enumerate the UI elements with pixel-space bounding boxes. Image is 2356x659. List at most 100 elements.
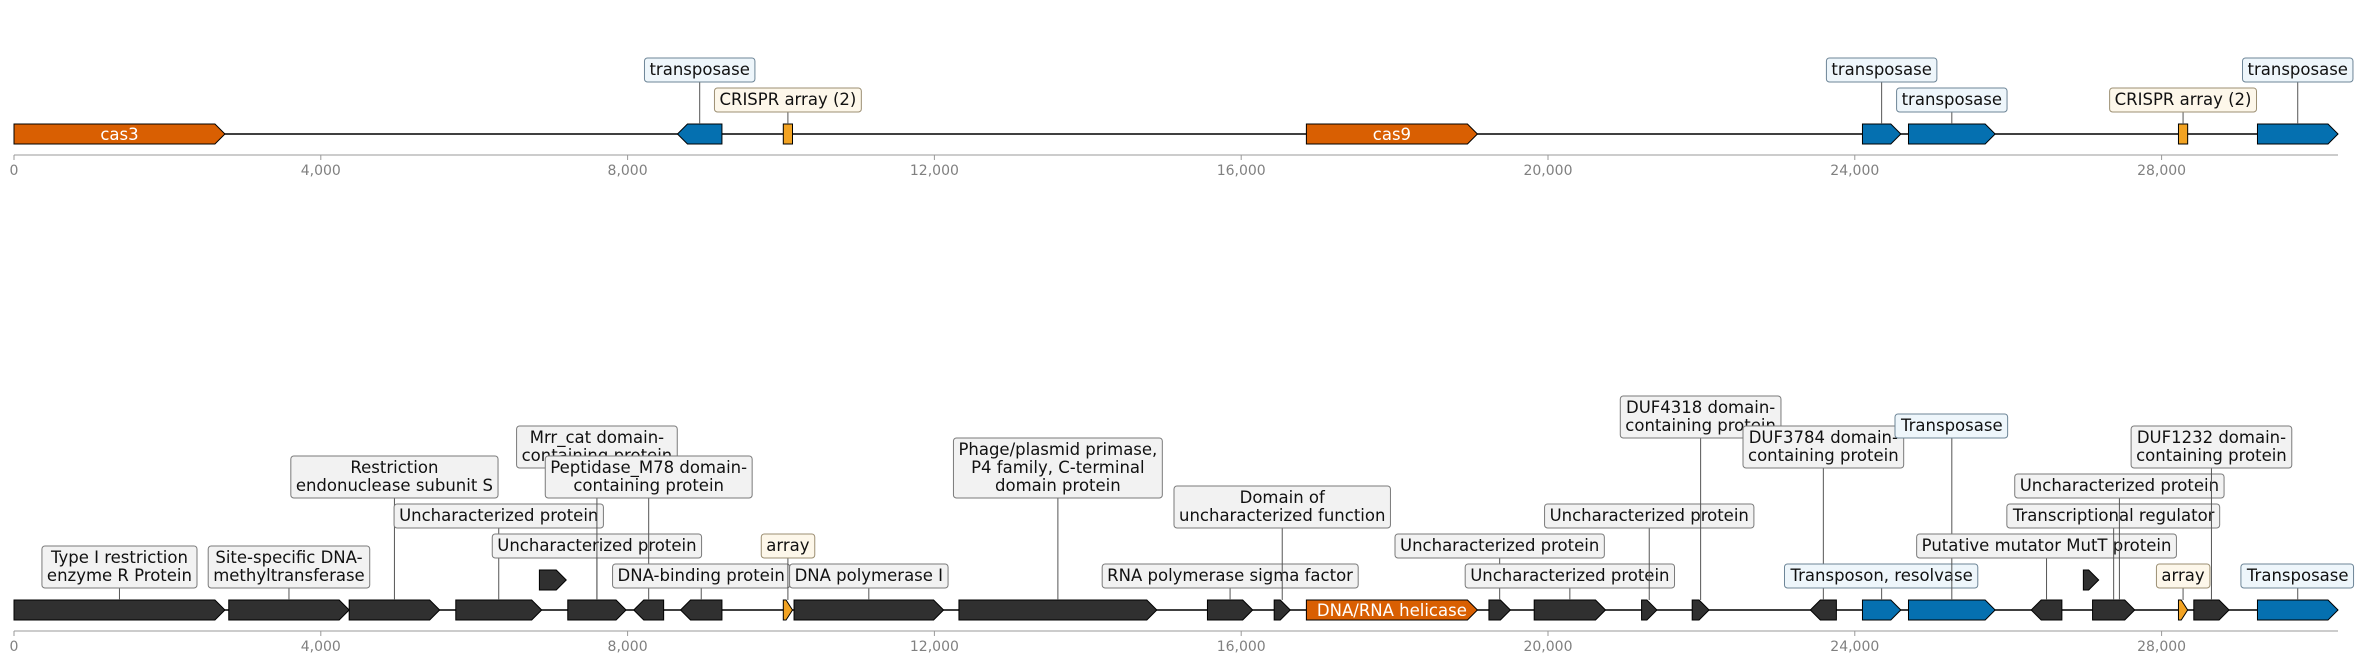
bottom-label-box [2155,563,2211,589]
bottom-feature-label: DUF4318 domain-containing protein [1625,398,1776,435]
bottom-feature-label: Uncharacterized protein [2020,476,2219,495]
bottom-feature-9[interactable] [782,599,794,621]
bottom-feature-label: Transposase [2246,566,2349,585]
bottom-feature-14[interactable] [1305,599,1479,621]
top-feature-label: transposase [649,60,749,79]
top-feature-4[interactable] [1861,123,1902,145]
top-label-box [1825,57,1938,83]
bottom-label-box [1916,533,2177,559]
bottom-feature-2[interactable] [348,599,441,621]
top-label-box [2242,57,2354,83]
top-tick-label: 8,000 [608,163,648,179]
bottom-feature-27[interactable] [2193,599,2230,621]
top-feature-label: CRISPR array (2) [719,90,856,109]
top-feature-5[interactable] [1907,123,1996,145]
bottom-feature-10[interactable] [793,599,945,621]
top-feature-6[interactable] [2177,123,2189,145]
bottom-feature-label: RNA polymerase sigma factor [1107,566,1353,585]
bottom-feature-17[interactable] [1641,599,1658,621]
bottom-feature-21[interactable] [1907,599,1996,621]
bottom-label-box [760,533,816,559]
bottom-feature-label: array [766,536,809,555]
bottom-feature-12[interactable] [1206,599,1254,621]
bottom-label-box [1173,485,1391,529]
top-feature-2[interactable] [782,123,794,145]
bottom-feature-19[interactable] [1809,599,1837,621]
bottom-feature-4[interactable] [538,569,567,591]
top-feature-1[interactable] [676,123,723,145]
top-tick-label: 12,000 [910,163,959,179]
bottom-feature-label: Site-specific DNA-methyltransferase [213,548,365,585]
bottom-tick-label: 24,000 [1830,639,1879,655]
bottom-label-box [1394,533,1605,559]
bottom-feature-label: Transposase [1900,416,2003,435]
bottom-feature-label: Uncharacterized protein [399,506,598,525]
bottom-tick-label: 12,000 [910,639,959,655]
bottom-feature-label: Transcriptional regulator [2012,506,2215,525]
top-feature-label: CRISPR array (2) [2115,90,2252,109]
top-label-box [1896,87,2008,113]
bottom-feature-15[interactable] [1488,599,1512,621]
bottom-feature-20[interactable] [1861,599,1902,621]
bottom-feature-inner-label: DNA/RNA helicase [1317,601,1467,620]
top-tick-label: 24,000 [1830,163,1879,179]
bottom-label-box [1544,503,1755,529]
bottom-feature-26[interactable] [2177,599,2189,621]
bottom-feature-7[interactable] [633,599,665,621]
top-feature-3[interactable] [1305,123,1479,145]
bottom-tick-label: 8,000 [608,639,648,655]
bottom-label-box [41,545,198,589]
bottom-tick-label: 0 [10,639,19,655]
bottom-feature-label: Uncharacterized protein [1400,536,1599,555]
bottom-tick-label: 4,000 [301,639,341,655]
bottom-feature-label: Putative mutator MutT protein [1922,536,2172,555]
top-feature-inner-label: cas3 [100,125,138,144]
bottom-label-box [393,503,604,529]
bottom-feature-8[interactable] [679,599,723,621]
top-tick-label: 16,000 [1217,163,1266,179]
bottom-label-box [789,563,949,589]
bottom-tick-label: 28,000 [2137,639,2186,655]
bottom-feature-label: Peptidase_M78 domain-containing protein [550,458,747,495]
bottom-feature-5[interactable] [567,599,627,621]
bottom-label-box [2130,425,2293,469]
bottom-label-box [2006,503,2221,529]
bottom-feature-1[interactable] [228,599,350,621]
bottom-feature-11[interactable] [958,599,1158,621]
top-label-box [2109,87,2258,113]
bottom-feature-16[interactable] [1533,599,1607,621]
bottom-feature-label: DUF1232 domain-containing protein [2136,428,2287,465]
bottom-label-box [1894,413,2009,439]
bottom-feature-label: array [2161,566,2204,585]
top-tick-label: 0 [10,163,19,179]
bottom-label-box [1742,425,1905,469]
bottom-feature-label: Phage/plasmid primase,P4 family, C-termi… [958,440,1157,495]
bottom-feature-18[interactable] [1691,599,1710,621]
bottom-label-box [1101,563,1359,589]
bottom-feature-label: DNA polymerase I [795,566,943,585]
bottom-feature-label: Uncharacterized protein [1550,506,1749,525]
top-feature-label: transposase [2248,60,2348,79]
bottom-feature-3[interactable] [455,599,543,621]
bottom-feature-label: Uncharacterized protein [1470,566,1669,585]
bottom-feature-label: DNA-binding protein [618,566,785,585]
bottom-feature-24[interactable] [2092,599,2136,621]
bottom-label-box [544,455,753,499]
top-feature-label: transposase [1902,90,2002,109]
bottom-feature-label: DUF3784 domain-containing protein [1748,428,1899,465]
top-feature-0[interactable] [13,123,226,145]
bottom-feature-label: Transposon, resolvase [1789,566,1972,585]
bottom-label-box [2014,473,2225,499]
bottom-label-box [952,437,1163,499]
bottom-feature-13[interactable] [1273,599,1291,621]
bottom-label-box [290,455,499,499]
top-label-box [643,57,756,83]
top-tick-label: 20,000 [1523,163,1572,179]
top-feature-7[interactable] [2256,123,2339,145]
bottom-feature-23[interactable] [2082,569,2100,591]
bottom-feature-0[interactable] [13,599,226,621]
bottom-feature-22[interactable] [2030,599,2063,621]
bottom-feature-28[interactable] [2256,599,2339,621]
